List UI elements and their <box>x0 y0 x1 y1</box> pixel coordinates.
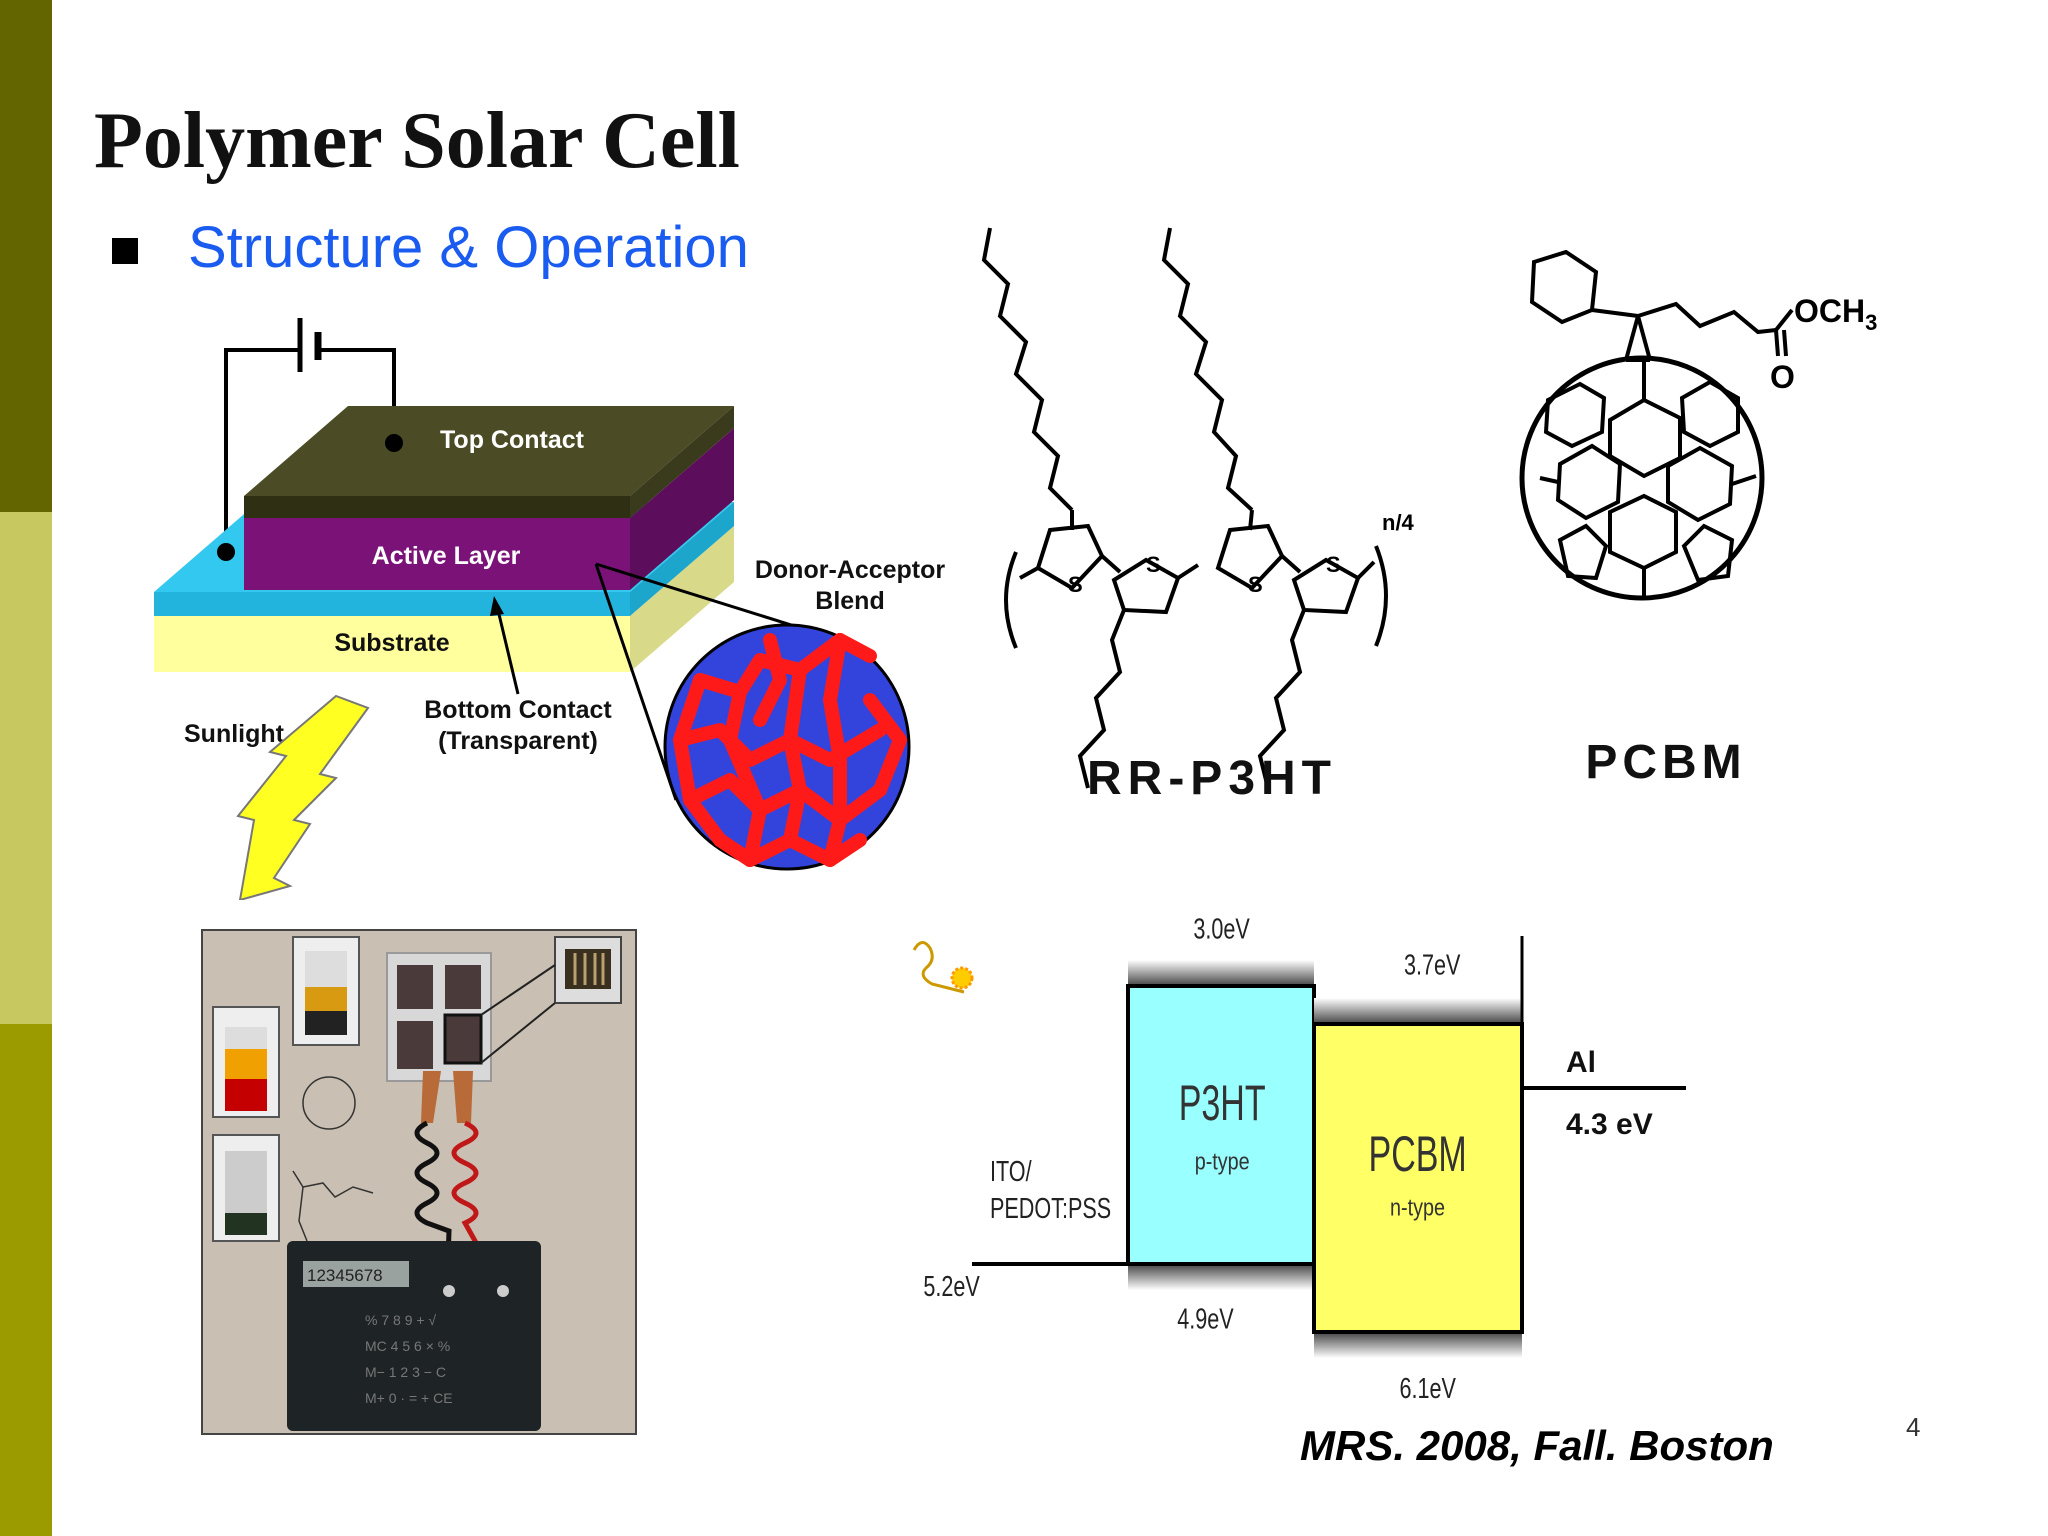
sidebar-band-bottom <box>0 1024 52 1536</box>
p3ht-sulfur-2: S <box>1146 552 1161 577</box>
bottom-contact-label-2: (Transparent) <box>438 727 598 755</box>
donor-network <box>673 633 907 867</box>
page-number: 4 <box>1906 1412 1921 1442</box>
blend-label-1: Donor-Acceptor <box>755 556 946 584</box>
zoom-line-1 <box>595 562 821 636</box>
p3ht-homo-value: 4.9eV <box>1177 1304 1233 1336</box>
device-photo: 12345678 % 7 8 9 + √ MC 4 5 6 × % M− 1 2… <box>201 929 637 1435</box>
fullerene-hexagons <box>1539 358 1757 596</box>
sidebar <box>0 0 52 1536</box>
p3ht-sulfur-4: S <box>1326 552 1341 577</box>
ito-level-value: 5.2eV <box>923 1271 979 1303</box>
citation: MRS. 2008, Fall. Boston <box>1300 1422 1774 1469</box>
pcbm-homo-value: 6.1eV <box>1400 1373 1456 1405</box>
top-contact-side <box>630 406 734 518</box>
p3ht-structure: S S S S n/4 RR-P3HT <box>981 227 1415 805</box>
pcbm-group-label: OCH3 <box>1794 293 1877 335</box>
sunlight-bolt-icon <box>236 694 370 900</box>
calculator-keypad-row-3: M− 1 2 3 − C <box>365 1364 446 1380</box>
molecule-sketch <box>292 1076 374 1242</box>
energy-level-diagram: ITO/ PEDOT:PSS 5.2eV 3.0eV 4.9eV P3HT p-… <box>912 914 1686 1405</box>
sun-icon <box>950 966 974 990</box>
black-wire <box>414 1120 452 1332</box>
p3ht-name: RR-P3HT <box>1087 752 1337 805</box>
substrate-label: Substrate <box>334 629 449 657</box>
substrate-side <box>630 526 734 672</box>
zoom-line-2 <box>594 563 678 801</box>
active-layer-front <box>244 518 630 590</box>
p3ht-lumo-shading <box>1128 960 1314 986</box>
p3ht-sulfur-1: S <box>1068 572 1083 597</box>
pcbm-structure: OCH3 O PCBM <box>1519 250 1877 789</box>
pcbm-box <box>1312 1022 1524 1334</box>
calculator-display: 12345678 <box>307 1266 383 1285</box>
ito-label-1: ITO/ <box>990 1156 1032 1188</box>
p3ht-sulfur-3: S <box>1248 572 1263 597</box>
top-contact-front <box>244 496 630 518</box>
pcbm-type-label: n-type <box>1390 1194 1445 1221</box>
p3ht-type-label: p-type <box>1195 1148 1250 1175</box>
pcbm-homo-shading <box>1314 1332 1522 1358</box>
bottom-contact-front <box>154 592 630 616</box>
bottom-contact-terminal <box>217 543 235 561</box>
calculator-keypad-row-1: % 7 8 9 + √ <box>365 1312 436 1328</box>
bottom-contact-arrow <box>496 609 520 695</box>
slide-title: Polymer Solar Cell <box>94 97 740 185</box>
p3ht-homo-shading <box>1128 1264 1314 1290</box>
bullet-text: Structure & Operation <box>188 215 749 280</box>
device-structure-diagram: Top Contact Active Layer Substrate Botto… <box>154 318 946 900</box>
bullet-square-icon <box>112 238 138 264</box>
sun-ray-squiggle <box>912 941 965 994</box>
blend-label-2: Blend <box>815 587 884 615</box>
pcbm-lumo-shading <box>1314 998 1522 1024</box>
calculator-body <box>287 1241 541 1431</box>
substrate-front <box>154 616 630 672</box>
p3ht-box-label: P3HT <box>1179 1076 1266 1132</box>
calculator-display-window <box>303 1261 409 1287</box>
sidebar-band-top <box>0 0 52 512</box>
pcbm-oxygen-label: O <box>1770 359 1795 395</box>
top-contact-label: Top Contact <box>440 426 585 454</box>
active-layer-side <box>630 428 734 590</box>
bottom-contact-arrowhead <box>490 596 504 616</box>
calculator-keypad-row-2: MC 4 5 6 × % <box>365 1338 450 1354</box>
pcbm-name: PCBM <box>1585 736 1746 789</box>
calculator-keypad-row-4: M+ 0 · = + CE <box>365 1390 453 1406</box>
bottom-contact-side <box>630 502 734 616</box>
al-level-value: 4.3 eV <box>1566 1108 1653 1141</box>
device-photo-illustration: 12345678 % 7 8 9 + √ MC 4 5 6 × % M− 1 2… <box>203 931 635 1433</box>
circuit-wire-left <box>224 348 298 552</box>
pcbm-lumo-value: 3.7eV <box>1404 950 1460 982</box>
ito-label-2: PEDOT:PSS <box>990 1193 1111 1225</box>
bottom-contact-label-1: Bottom Contact <box>424 696 612 724</box>
al-label: Al <box>1566 1046 1596 1079</box>
pcbm-box-label: PCBM <box>1369 1127 1467 1183</box>
red-wire <box>451 1120 506 1331</box>
p3ht-repeat-label: n/4 <box>1382 510 1415 535</box>
alligator-clips <box>421 1071 473 1123</box>
sunlight-label: Sunlight <box>184 720 285 748</box>
top-contact-terminal <box>385 434 403 452</box>
active-layer-label: Active Layer <box>372 542 521 570</box>
top-contact-top <box>244 406 734 496</box>
sidebar-band-middle <box>0 512 52 1024</box>
p3ht-lumo-value: 3.0eV <box>1193 914 1249 946</box>
